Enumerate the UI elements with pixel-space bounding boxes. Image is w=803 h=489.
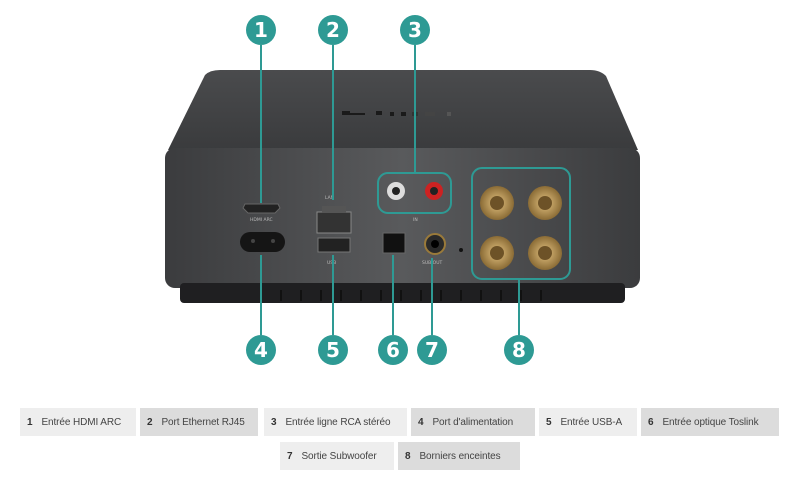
marker-3: 3: [400, 15, 430, 45]
legend-number: 2: [147, 416, 153, 428]
speaker-terminals: [480, 186, 562, 270]
svg-text:8: 8: [512, 338, 526, 362]
svg-text:HDMI ARC: HDMI ARC: [250, 217, 273, 223]
legend-label: Entrée ligne RCA stéréo: [285, 416, 391, 428]
legend-label: Port Ethernet RJ45: [161, 416, 245, 428]
marker-5: 5: [318, 335, 348, 365]
legend-item-rca[interactable]: 3 Entrée ligne RCA stéréo: [264, 408, 407, 436]
legend-item-hdmi[interactable]: 1 Entrée HDMI ARC: [20, 408, 136, 436]
callout-outlines: [260, 45, 571, 335]
rca-inputs: IN: [387, 182, 443, 223]
svg-text:5: 5: [326, 338, 340, 362]
legend-number: 4: [418, 416, 424, 428]
legend-label: Entrée HDMI ARC: [41, 416, 122, 428]
legend-number: 1: [27, 416, 33, 428]
legend-item-usb[interactable]: 5 Entrée USB-A: [539, 408, 637, 436]
svg-text:7: 7: [425, 338, 439, 362]
device-body: [165, 70, 640, 303]
device-rear-diagram: HDMI ARC LAN USB IN SUB OUT: [165, 15, 640, 365]
svg-text:3: 3: [408, 18, 422, 42]
legend-number: 7: [287, 450, 293, 462]
legend-label: Entrée optique Toslink: [662, 416, 759, 428]
svg-text:4: 4: [254, 338, 268, 362]
hdmi-port: HDMI ARC: [242, 203, 281, 223]
legend-number: 3: [271, 416, 277, 428]
legend-item-subwoofer[interactable]: 7 Sortie Subwoofer: [280, 442, 394, 470]
svg-text:IN: IN: [413, 217, 418, 223]
svg-text:2: 2: [326, 18, 340, 42]
legend-label: Port d'alimentation: [432, 416, 514, 428]
ethernet-port: LAN: [316, 195, 352, 234]
power-port: [240, 232, 285, 252]
legend-item-optical[interactable]: 6 Entrée optique Toslink: [641, 408, 779, 436]
legend-item-speakers[interactable]: 8 Borniers enceintes: [398, 442, 520, 470]
legend-item-ethernet[interactable]: 2 Port Ethernet RJ45: [140, 408, 258, 436]
marker-4: 4: [246, 335, 276, 365]
marker-6: 6: [378, 335, 408, 365]
usb-port: USB: [317, 237, 351, 266]
legend-item-power[interactable]: 4 Port d'alimentation: [411, 408, 535, 436]
svg-text:6: 6: [386, 338, 400, 362]
legend-label: Entrée USB-A: [560, 416, 623, 428]
svg-text:1: 1: [254, 18, 268, 42]
marker-2: 2: [318, 15, 348, 45]
legend-number: 5: [546, 416, 552, 428]
marker-1: 1: [246, 15, 276, 45]
optical-port: [382, 232, 406, 254]
marker-7: 7: [417, 335, 447, 365]
legend-number: 6: [648, 416, 654, 428]
marker-8: 8: [504, 335, 534, 365]
legend-label: Borniers enceintes: [419, 450, 501, 462]
svg-text:LAN: LAN: [325, 195, 334, 201]
legend-label: Sortie Subwoofer: [301, 450, 377, 462]
svg-text:USB: USB: [327, 260, 336, 266]
legend-number: 8: [405, 450, 411, 462]
